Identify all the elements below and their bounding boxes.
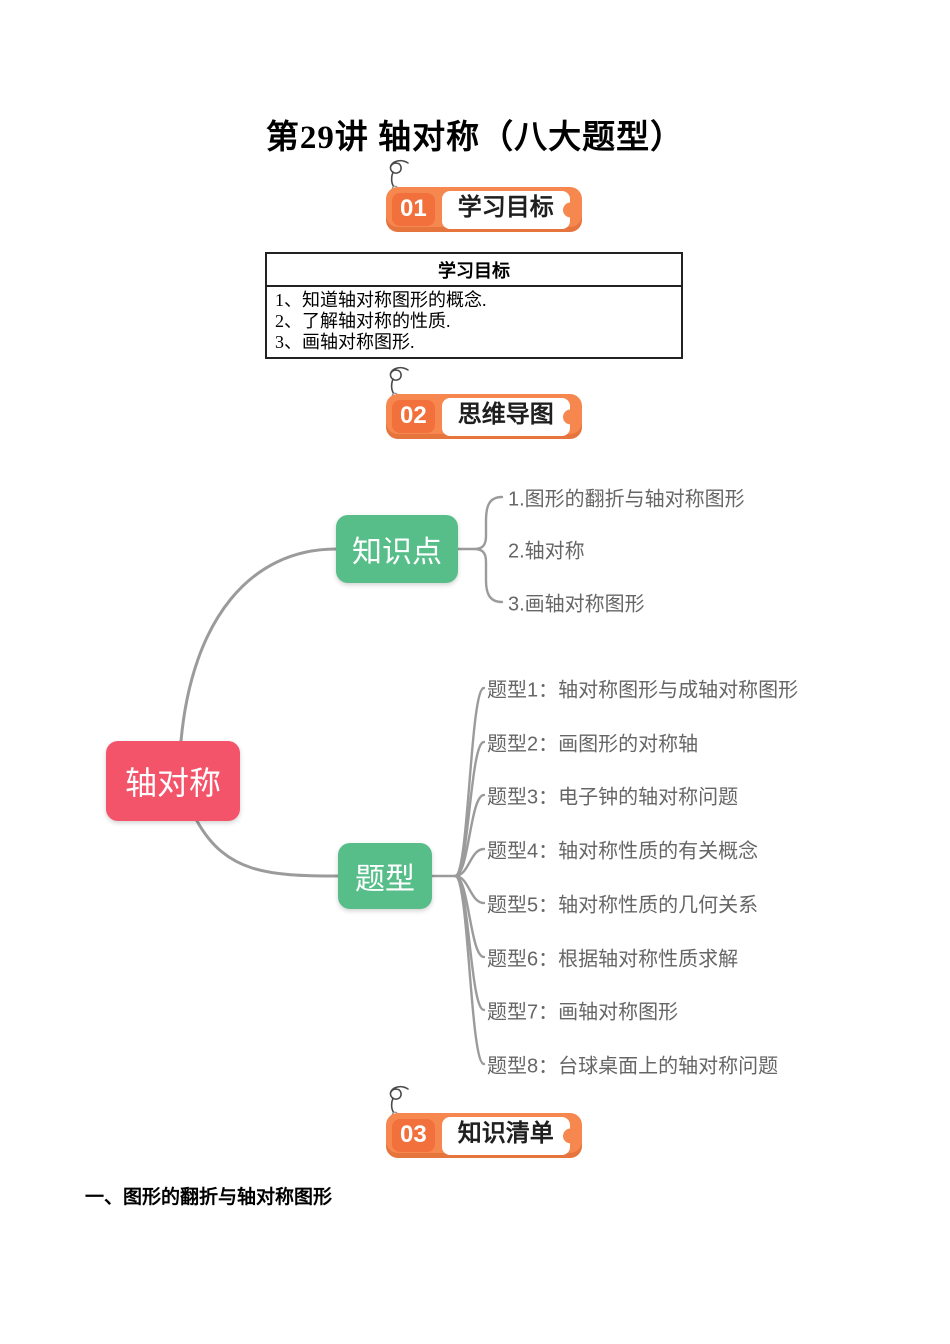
- knowledge-item: 2.轴对称: [508, 540, 585, 563]
- badge-number: 02: [392, 400, 435, 433]
- badge-label-box: 学习目标: [441, 190, 578, 229]
- knowledge-item: 3.画轴对称图形: [508, 593, 645, 616]
- type-item: 题型1：轴对称图形与成轴对称图形: [487, 679, 799, 702]
- badge-label: 知识清单: [457, 1119, 554, 1147]
- notch-decoration: [562, 202, 578, 217]
- notch-decoration: [562, 409, 578, 424]
- goal-item: 1、知道轴对称图形的概念.: [275, 290, 487, 310]
- badge-number: 03: [392, 1119, 435, 1152]
- badge-pill: 02 思维导图: [386, 394, 582, 439]
- section-badge-01: 01 学习目标: [386, 159, 582, 232]
- learning-goals-table: 学习目标 1、知道轴对称图形的概念. 2、了解轴对称的性质. 3、画轴对称图形.: [265, 252, 683, 359]
- section-one-heading: 一、图形的翻折与轴对称图形: [85, 1187, 333, 1208]
- notch-decoration: [562, 1128, 578, 1143]
- badge-label: 学习目标: [457, 193, 554, 221]
- section-badge-03: 03 知识清单: [386, 1085, 582, 1158]
- knowledge-item: 1.图形的翻折与轴对称图形: [508, 488, 745, 511]
- type-item: 题型2：画图形的对称轴: [487, 733, 699, 756]
- type-item: 题型6：根据轴对称性质求解: [487, 948, 739, 971]
- type-item: 题型4：轴对称性质的有关概念: [487, 840, 759, 863]
- goal-item: 2、了解轴对称的性质.: [275, 311, 451, 331]
- mindmap-root-node: 轴对称: [106, 741, 240, 821]
- page-title: 第29讲 轴对称（八大题型）: [265, 120, 685, 156]
- badge-label: 思维导图: [457, 400, 554, 428]
- section-badge-02: 02 思维导图: [386, 366, 582, 439]
- badge-pill: 03 知识清单: [386, 1113, 582, 1158]
- badge-label-box: 知识清单: [441, 1116, 578, 1155]
- type-item: 题型8：台球桌面上的轴对称问题: [487, 1055, 779, 1078]
- type-item: 题型5：轴对称性质的几何关系: [487, 894, 759, 917]
- badge-pill: 01 学习目标: [386, 187, 582, 232]
- mindmap-branch-knowledge: 知识点: [336, 515, 458, 583]
- goal-item: 3、画轴对称图形.: [275, 332, 415, 352]
- mindmap-branch-types: 题型: [338, 843, 432, 909]
- type-item: 题型7：画轴对称图形: [487, 1001, 679, 1024]
- goals-table-header: 学习目标: [267, 254, 681, 287]
- badge-label-box: 思维导图: [441, 397, 578, 436]
- type-item: 题型3：电子钟的轴对称问题: [487, 786, 739, 809]
- goals-table-body: 1、知道轴对称图形的概念. 2、了解轴对称的性质. 3、画轴对称图形.: [267, 287, 681, 357]
- badge-number: 01: [392, 193, 435, 226]
